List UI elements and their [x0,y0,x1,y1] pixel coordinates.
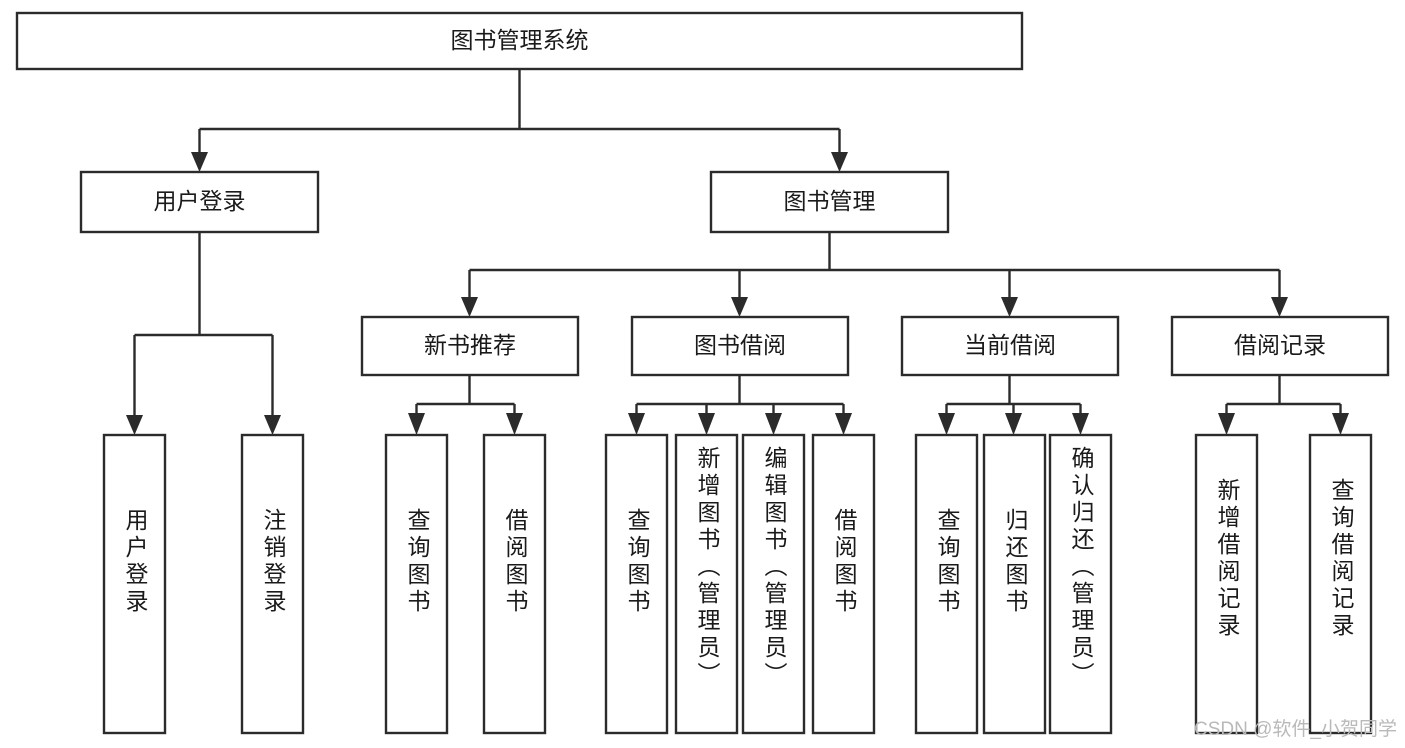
node-user-login[interactable]: 用户登录 [79,170,320,234]
node-new-book-recommend-label: 新书推荐 [424,332,516,358]
leaf-box-borrow-book[interactable] [811,433,876,735]
connector-current-borrow-to-leaves [938,375,1089,435]
arrow-head-book-manage [831,152,848,172]
node-new-book-recommend[interactable]: 新书推荐 [360,315,580,377]
node-user-login-label: 用户登录 [154,188,246,214]
leaf-box-return-book[interactable] [982,433,1047,735]
arrow-head-leaf-query-book-recommend [408,413,425,435]
leaf-box-add-book[interactable] [674,433,739,735]
arrow-head-leaf-add-borrow-record [1218,413,1235,435]
node-borrow-record-box[interactable] [1170,315,1390,377]
arrow-head-borrow-record [1271,297,1288,317]
arrow-head-leaf-query-book-borrow [628,413,645,435]
arrow-head-leaf-confirm-return [1072,413,1089,435]
arrow-head-current-borrow [1001,297,1018,317]
arrow-head-new-book-recommend [461,297,478,317]
node-book-manage-box[interactable] [709,170,950,234]
arrow-head-book-borrow [731,297,748,317]
connector-borrow-record-to-leaves [1218,375,1349,435]
leaf-boxes [102,433,1373,735]
arrow-head-leaf-add-book [698,413,715,435]
node-book-borrow-label: 图书借阅 [694,332,786,358]
leaf-box-edit-book[interactable] [741,433,806,735]
arrow-head-leaf-user-login [126,415,143,435]
arrow-head-leaf-user-logout [264,415,281,435]
node-book-manage-label: 图书管理 [784,188,876,214]
connector-new-book-to-leaves [408,375,523,435]
leaf-box-query-borrow-record[interactable] [1308,433,1373,735]
connector-user-login-to-leaves [126,232,281,435]
leaf-box-query-book-recommend[interactable] [384,433,449,735]
arrow-head-leaf-return-book [1005,413,1022,435]
arrow-head-leaf-query-borrow-record [1332,413,1349,435]
arrow-head-user-login [191,152,208,172]
arrow-head-leaf-borrow-book-recommend [506,413,523,435]
node-borrow-record-label: 借阅记录 [1234,332,1326,358]
node-book-manage[interactable]: 图书管理 [709,170,950,234]
leaf-box-borrow-book-recommend[interactable] [482,433,547,735]
leaf-box-query-book-current[interactable] [914,433,979,735]
node-current-borrow-box[interactable] [900,315,1120,377]
node-current-borrow-label: 当前借阅 [964,332,1056,358]
leaf-box-user-login[interactable] [102,433,167,735]
connector-book-borrow-to-leaves [628,375,852,435]
leaf-box-user-logout[interactable] [240,433,305,735]
leaf-box-add-borrow-record[interactable] [1194,433,1259,735]
node-new-book-recommend-box[interactable] [360,315,580,377]
node-root-box[interactable] [15,11,1024,71]
node-borrow-record[interactable]: 借阅记录 [1170,315,1390,377]
arrow-head-leaf-borrow-book [835,413,852,435]
leaf-box-query-book-borrow[interactable] [604,433,669,735]
node-book-borrow-box[interactable] [630,315,850,377]
connector-book-manage-to-level3 [461,232,1288,317]
node-book-borrow[interactable]: 图书借阅 [630,315,850,377]
arrow-head-leaf-query-book-current [938,413,955,435]
arrow-head-leaf-edit-book [765,413,782,435]
leaf-box-confirm-return[interactable] [1048,433,1113,735]
node-root-label: 图书管理系统 [451,27,589,53]
node-root[interactable]: 图书管理系统 [15,11,1024,71]
node-user-login-box[interactable] [79,170,320,234]
connector-root-to-level2 [191,69,848,172]
node-current-borrow[interactable]: 当前借阅 [900,315,1120,377]
